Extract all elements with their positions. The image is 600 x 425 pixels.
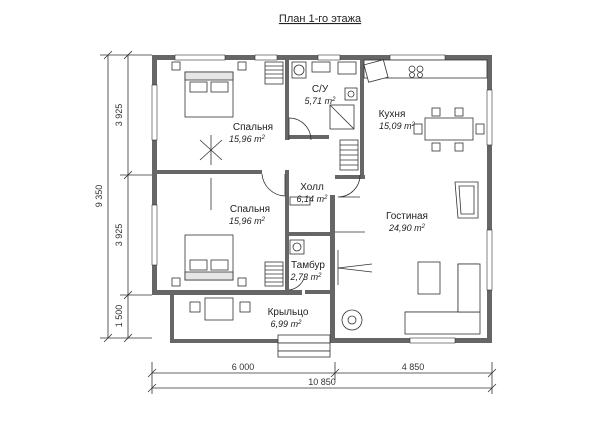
room-area-bedroom-bottom: 15,96 m2	[229, 216, 266, 226]
dim-bottom-total: 10 850	[308, 377, 336, 387]
wardrobe-top	[264, 61, 284, 85]
room-name-porch: Крыльцо	[268, 307, 309, 318]
dim-left-mid: 3 925	[114, 224, 124, 247]
stairs-arrow	[337, 250, 373, 285]
wardrobe-bottom	[264, 261, 284, 287]
bed-bottom	[171, 234, 247, 287]
room-area-living: 24,90 m2	[388, 223, 426, 233]
room-name-hall: Холл	[300, 182, 324, 193]
kitchen-wardrobe	[339, 139, 359, 171]
room-area-kitchen: 15,09 m2	[379, 121, 416, 131]
dim-bottom-left: 6 000	[232, 362, 255, 372]
room-name-living: Гостиная	[386, 211, 428, 222]
plan-title: План 1-го этажа	[279, 13, 362, 25]
bedroom-door-arcs	[199, 135, 223, 210]
dim-left-top: 3 925	[114, 104, 124, 127]
dim-left-bottom: 1 500	[114, 305, 124, 328]
room-name-kitchen: Кухня	[379, 109, 406, 120]
porch-area	[170, 295, 331, 358]
room-name-vestibule: Тамбур	[291, 259, 325, 271]
bathroom-fixtures	[291, 61, 358, 130]
room-name-bedroom-bottom: Спальня	[230, 204, 270, 215]
room-area-vestibule: 2,73 m2	[290, 272, 323, 282]
room-name-bedroom-top: Спальня	[233, 122, 273, 133]
room-area-bedroom-top: 15,96 m2	[229, 134, 266, 144]
bed-top	[171, 61, 247, 118]
kitchen-fixtures	[363, 59, 488, 152]
interior-walls	[157, 55, 365, 294]
room-area-hall: 6,14 m2	[297, 194, 329, 204]
room-area-porch: 6,99 m2	[271, 319, 303, 329]
bottom-dimensions	[147, 362, 497, 394]
hall-fixtures	[289, 196, 311, 255]
windows	[151, 54, 493, 344]
room-name-bathroom: С/У	[312, 84, 329, 95]
dim-bottom-right: 4 850	[402, 362, 425, 372]
left-dimensions	[100, 50, 152, 343]
dim-left-total: 9 350	[94, 185, 104, 208]
room-area-bathroom: 5,71 m2	[305, 96, 337, 106]
living-furniture	[341, 181, 481, 335]
doors	[261, 117, 365, 291]
